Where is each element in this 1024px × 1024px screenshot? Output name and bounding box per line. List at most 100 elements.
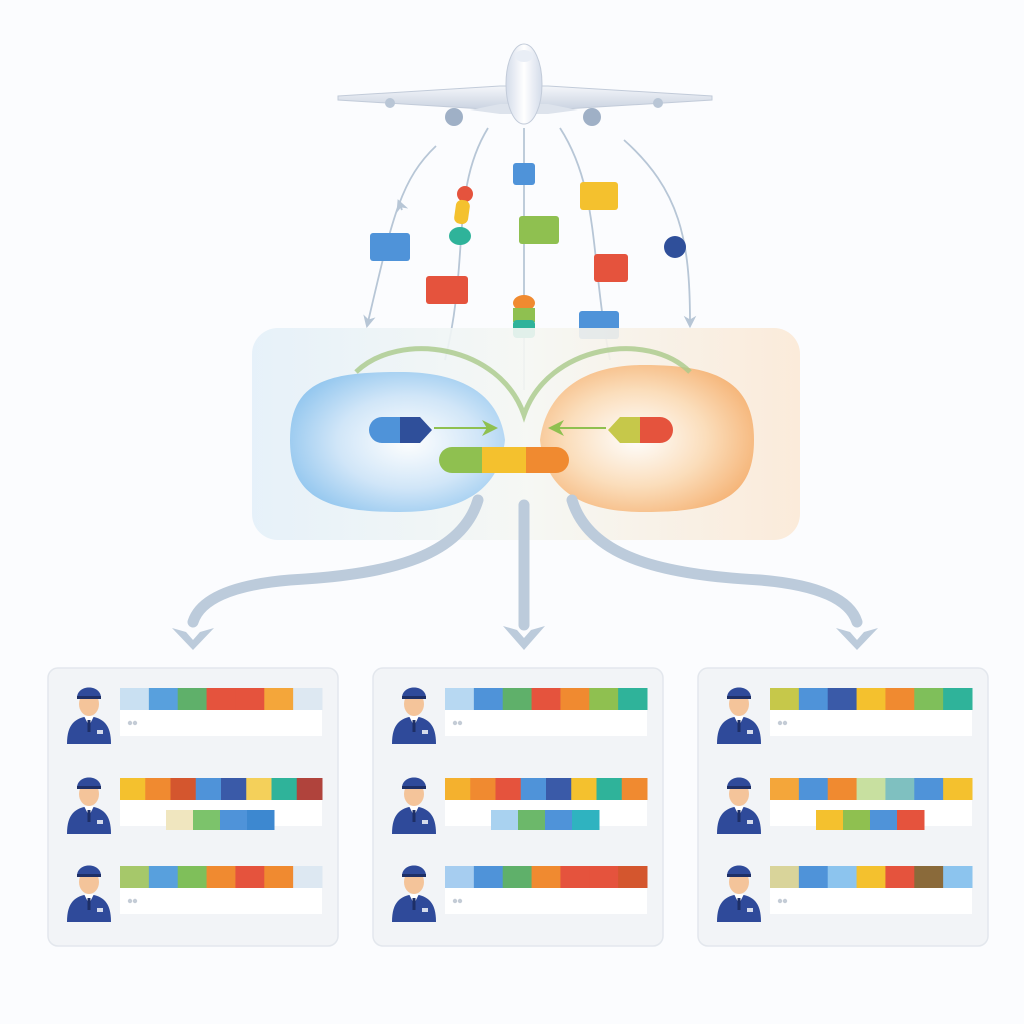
schedule-segment [120,866,150,888]
distribution-arrows [187,494,863,631]
distribution-arrow-right [566,494,863,628]
schedule-segment [271,778,298,800]
schedule-bar [120,866,323,914]
status-dot [777,720,783,726]
schedule-segment [770,866,800,888]
schedule-segment [473,866,504,888]
schedule-segment [264,866,294,888]
packet-box [513,163,535,185]
schedule-segment [618,688,648,710]
merge-hub [252,328,800,540]
schedule-segment [235,688,265,710]
merge-arc [354,346,692,423]
schedule-bar [120,688,323,736]
airplane-icon [337,43,713,126]
schedule-segment [206,866,236,888]
schedule-segment [798,778,829,800]
schedule-segment [445,688,475,710]
schedule-segment [445,778,471,800]
schedule-segment [502,866,533,888]
sub-schedule-segment [220,810,248,830]
schedule-segment [827,778,858,800]
arrowhead-center [503,626,545,650]
schedule-segment [798,688,829,710]
worker-avatar-icon [392,777,436,834]
distribution-arrowheads [172,626,878,650]
packet-dot [664,236,686,258]
status-dot [127,898,133,904]
schedule-segment [943,688,973,710]
team-member-row [67,777,323,834]
team-member-row [717,777,973,834]
distribution-arrow-left [187,494,484,628]
right-data-pill [608,417,673,443]
schedule-segment [195,778,222,800]
worker-avatar-icon [67,687,111,744]
packet-box [580,182,618,210]
schedule-segment [560,688,590,710]
schedule-bar [770,688,973,736]
team-member-row [67,865,323,922]
schedule-bar [120,778,323,830]
sub-schedule-segment [545,810,573,830]
sub-schedule-segment [843,810,871,830]
schedule-bar [445,778,648,830]
feed-line [623,139,697,329]
schedule-segment [120,778,146,800]
arrowhead-left [172,628,214,650]
schedule-segment [596,778,623,800]
schedule-segment [589,866,619,888]
schedule-segment [206,688,236,710]
schedule-segment [856,866,886,888]
schedule-bar [445,688,648,736]
status-dot [782,720,788,726]
status-dot [132,898,138,904]
schedule-segment [470,778,496,800]
schedule-segment [293,688,323,710]
schedule-segment [827,866,858,888]
team-panel [697,667,989,947]
status-dot [782,898,788,904]
schedule-segment [520,778,547,800]
schedule-segment [914,688,944,710]
schedule-segment [531,866,561,888]
status-dot [777,898,783,904]
schedule-segment [145,778,171,800]
schedule-segment [885,688,915,710]
schedule-segment [221,778,247,800]
schedule-segment [495,778,522,800]
schedule-segment [856,688,886,710]
schedule-bar [445,866,648,914]
worker-avatar-icon [717,777,761,834]
schedule-bar [770,866,973,914]
schedule-segment [177,866,208,888]
schedule-segment [148,688,179,710]
data-packets [370,163,686,339]
sub-schedule-segment [816,810,844,830]
schedule-segment [148,866,179,888]
schedule-segment [264,688,294,710]
schedule-segment [885,866,915,888]
team-member-row [717,865,973,922]
status-dot [457,720,463,726]
sub-schedule-segment [518,810,546,830]
schedule-segment [546,778,572,800]
packet-box [426,276,468,304]
schedule-segment [170,778,197,800]
schedule-segment [235,866,265,888]
status-dot [452,720,458,726]
worker-avatar-icon [392,687,436,744]
schedule-segment [621,778,648,800]
team-member-row [392,777,648,834]
team-panels [47,667,989,947]
worker-avatar-icon [717,687,761,744]
team-panel [372,667,664,947]
schedule-segment [120,688,150,710]
sub-schedule-segment [491,810,519,830]
team-member-row [392,865,648,922]
feed-line [444,127,489,361]
packet-capsule [449,186,473,245]
schedule-segment [618,866,648,888]
